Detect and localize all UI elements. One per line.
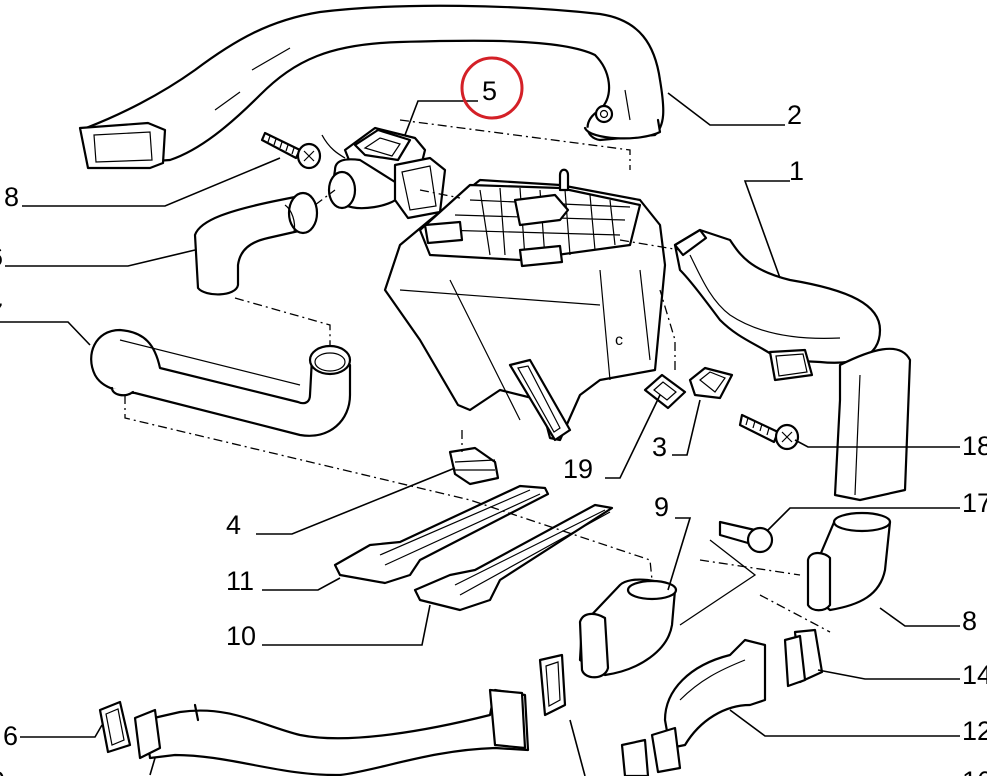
mounting-bracket[interactable] xyxy=(448,446,500,486)
callout-8-outlet[interactable]: 8 xyxy=(962,606,977,636)
assembly-lines xyxy=(124,119,831,633)
curved-floor-duct[interactable] xyxy=(650,638,767,774)
rectangular-gasket[interactable] xyxy=(98,700,132,754)
upper-defroster-duct[interactable] xyxy=(78,4,665,170)
callout-11[interactable]: 11 xyxy=(226,566,254,596)
callout-4[interactable]: 4 xyxy=(226,510,241,540)
left-elbow-pipe[interactable] xyxy=(193,191,319,296)
duct-adapter[interactable] xyxy=(783,628,824,688)
callout-19[interactable]: 19 xyxy=(563,454,593,484)
square-seal-gasket[interactable] xyxy=(688,366,734,400)
callout-labels: 2 1 5 8 6 7 18 17 8 14 12 16 19 3 4 11 1… xyxy=(0,76,987,776)
callout-7[interactable]: 7 xyxy=(0,298,3,328)
end-seal[interactable] xyxy=(538,653,567,717)
callout-6-elbow[interactable]: 6 xyxy=(0,242,3,272)
callout-17[interactable]: 17 xyxy=(962,488,987,518)
screw-part-18[interactable] xyxy=(738,413,800,451)
highlight-circle xyxy=(460,56,524,120)
callout-2[interactable]: 2 xyxy=(787,100,802,130)
left-elbow-outlet[interactable] xyxy=(578,578,678,679)
heater-unit-assembly[interactable]: c xyxy=(383,168,667,442)
callout-9[interactable]: 9 xyxy=(654,492,669,522)
floor-duct-seal[interactable] xyxy=(620,738,650,776)
housing-letter-c: c xyxy=(615,332,623,349)
callout-9-bottom[interactable]: 9 xyxy=(0,766,5,776)
callout-6-gasket[interactable]: 6 xyxy=(3,721,18,751)
callout-5[interactable]: 5 xyxy=(482,76,497,106)
callout-1[interactable]: 1 xyxy=(789,156,804,186)
callout-8-screw[interactable]: 8 xyxy=(4,182,19,212)
central-duct-junction[interactable] xyxy=(321,126,447,220)
square-seal[interactable] xyxy=(643,373,687,410)
callout-10[interactable]: 10 xyxy=(226,621,256,651)
callout-12[interactable]: 12 xyxy=(962,716,987,746)
left-footwell-strap-duct[interactable] xyxy=(333,484,550,585)
rear-floor-duct[interactable] xyxy=(133,688,530,776)
leader-lines xyxy=(0,92,960,776)
lower-u-pipe[interactable] xyxy=(90,328,352,437)
right-side-duct[interactable] xyxy=(673,228,912,502)
push-rivet-clip[interactable] xyxy=(718,520,774,554)
right-elbow-outlet[interactable] xyxy=(806,511,892,612)
callout-3[interactable]: 3 xyxy=(652,432,667,462)
callout-14[interactable]: 14 xyxy=(962,660,987,690)
screw-part-8-top[interactable] xyxy=(260,131,322,170)
callout-16[interactable]: 16 xyxy=(962,766,987,776)
callout-18[interactable]: 18 xyxy=(962,431,987,461)
